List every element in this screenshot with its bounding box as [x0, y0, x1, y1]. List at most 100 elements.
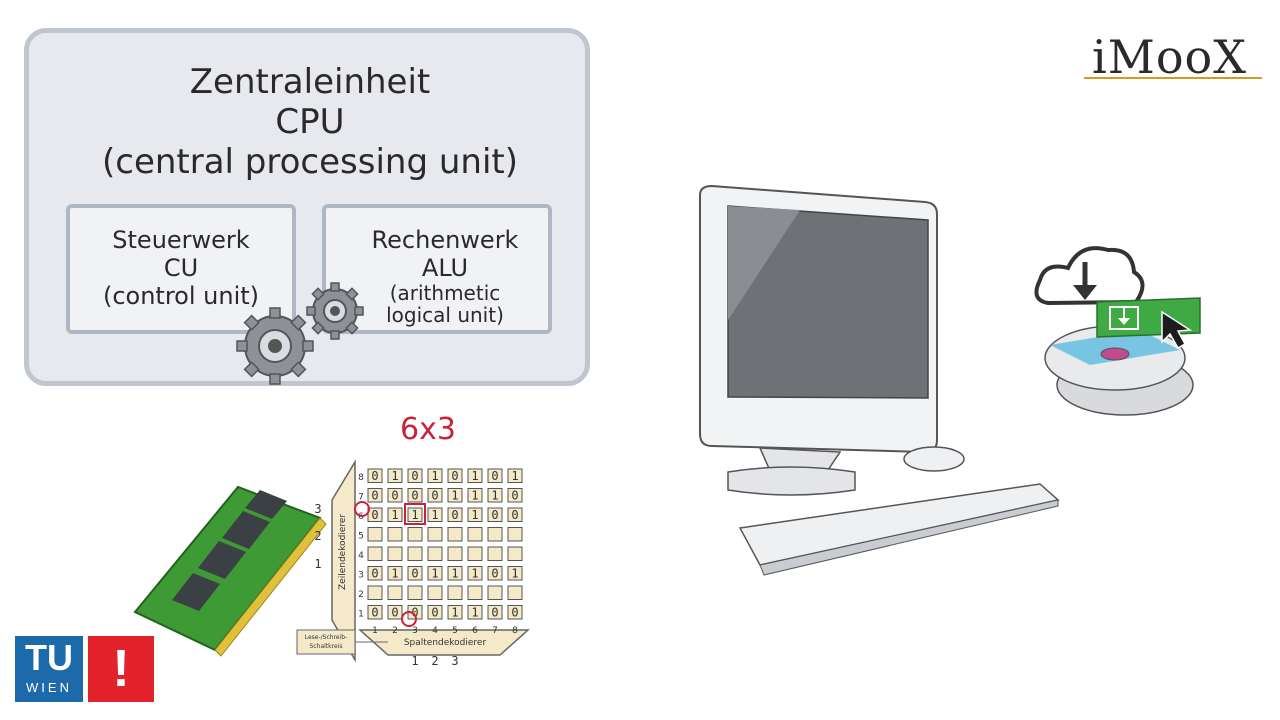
tu-logo-text: TU [25, 637, 73, 678]
memory-cell-value: 0 [371, 469, 378, 483]
memory-cell-value: 0 [431, 605, 438, 619]
column-number: 5 [452, 626, 458, 636]
memory-cell-value: 0 [411, 488, 418, 502]
memory-cell [467, 468, 483, 483]
control-unit-line: Steuerwerk [112, 226, 250, 254]
memory-cell [447, 507, 463, 522]
large-gear-icon [236, 307, 314, 385]
row-number: 5 [358, 531, 364, 541]
memory-cell [447, 585, 463, 600]
rw-circuit-box [296, 629, 356, 655]
memory-matrix: Zeilendekodierer Spaltendekodierer Lese-… [296, 459, 530, 668]
memory-cell [427, 605, 443, 620]
memory-cell-value: 1 [471, 469, 478, 483]
control-unit-line: CU [163, 254, 199, 282]
alu-line: Rechenwerk [371, 226, 519, 254]
cd-disc-icon [1044, 325, 1194, 416]
ram-module-icon [133, 485, 327, 657]
memory-cell [427, 507, 443, 522]
memory-cell-value: 1 [391, 508, 398, 522]
row-address-bit: 2 [314, 529, 321, 543]
memory-cell [507, 546, 523, 561]
memory-cell [447, 605, 463, 620]
memory-cell [367, 566, 383, 581]
memory-cell [467, 546, 483, 561]
memory-cell-value: 1 [391, 566, 398, 580]
memory-cell [387, 527, 403, 542]
memory-cell [467, 605, 483, 620]
row-address-bit: 3 [314, 502, 321, 516]
row-address-bit: 1 [314, 557, 321, 571]
memory-cell [507, 488, 523, 503]
memory-cell [487, 546, 503, 561]
memory-cell [367, 468, 383, 483]
memory-cell [387, 605, 403, 620]
memory-cell-value: 0 [491, 566, 498, 580]
row-number: 2 [358, 590, 364, 600]
memory-cell [487, 468, 503, 483]
memory-cell [467, 527, 483, 542]
memory-cell [387, 566, 403, 581]
memory-cell [407, 507, 423, 522]
memory-cell-value: 1 [471, 508, 478, 522]
memory-cell-value: 0 [371, 488, 378, 502]
memory-cell-value: 1 [471, 605, 478, 619]
mouse-icon [903, 446, 965, 472]
control-unit-box [66, 204, 296, 334]
memory-cell [447, 468, 463, 483]
row-number: 4 [358, 551, 364, 561]
cpu-title-line: Zentraleinheit [189, 62, 431, 102]
memory-cell [447, 546, 463, 561]
alu-line: logical unit) [386, 303, 504, 327]
row-number: 3 [358, 570, 364, 580]
rw-label-line: Lese-/Schreib- [305, 634, 348, 641]
memory-cell [387, 585, 403, 600]
row-select-marker [354, 501, 370, 517]
memory-cell [367, 488, 383, 503]
small-gear-icon [306, 282, 364, 340]
memory-cell-value: 1 [431, 566, 438, 580]
memory-cell [507, 527, 523, 542]
memory-cell-value: 0 [451, 508, 458, 522]
memory-cell [507, 585, 523, 600]
column-number: 7 [492, 626, 498, 636]
cpu-title-line: (central processing unit) [101, 142, 518, 182]
highlight-label: 6x3 [400, 412, 456, 447]
computer-monitor-icon [699, 184, 938, 496]
cpu-title: Zentraleinheit CPU (central processing u… [60, 62, 560, 182]
rw-label-line: Schaltkreis [310, 643, 343, 650]
column-number: 3 [412, 626, 418, 636]
memory-cell [367, 527, 383, 542]
memory-cell [467, 566, 483, 581]
memory-cell [447, 566, 463, 581]
selected-cell-highlight [404, 503, 426, 525]
memory-cell [387, 546, 403, 561]
memory-cell [467, 585, 483, 600]
memory-cell [487, 488, 503, 503]
wien-logo-text: WIEN [26, 680, 72, 695]
tu-exclamation-logo: ! [88, 636, 154, 702]
column-number: 1 [372, 626, 378, 636]
alu-line: (arithmetic [389, 281, 501, 305]
memory-cell-value: 0 [511, 508, 518, 522]
memory-cell [507, 468, 523, 483]
memory-cell [407, 585, 423, 600]
alu-text: Rechenwerk ALU (arithmetic logical unit) [350, 226, 540, 326]
memory-cell-value: 0 [371, 508, 378, 522]
control-unit-line: (control unit) [102, 282, 260, 310]
memory-cell [407, 488, 423, 503]
keyboard-icon [738, 483, 1060, 576]
col-address-bit: 3 [451, 654, 458, 668]
memory-cell [367, 507, 383, 522]
memory-cell-value: 0 [371, 605, 378, 619]
memory-cell [467, 507, 483, 522]
col-decoder-label: Spaltendekodierer [404, 638, 487, 648]
memory-cell-value: 1 [451, 566, 458, 580]
memory-cell-value: 1 [511, 469, 518, 483]
memory-cell [367, 585, 383, 600]
column-number: 2 [392, 626, 398, 636]
memory-cell-value: 0 [411, 469, 418, 483]
imoox-logo: iMooX [1092, 30, 1247, 84]
memory-cell [447, 527, 463, 542]
memory-cell [427, 488, 443, 503]
